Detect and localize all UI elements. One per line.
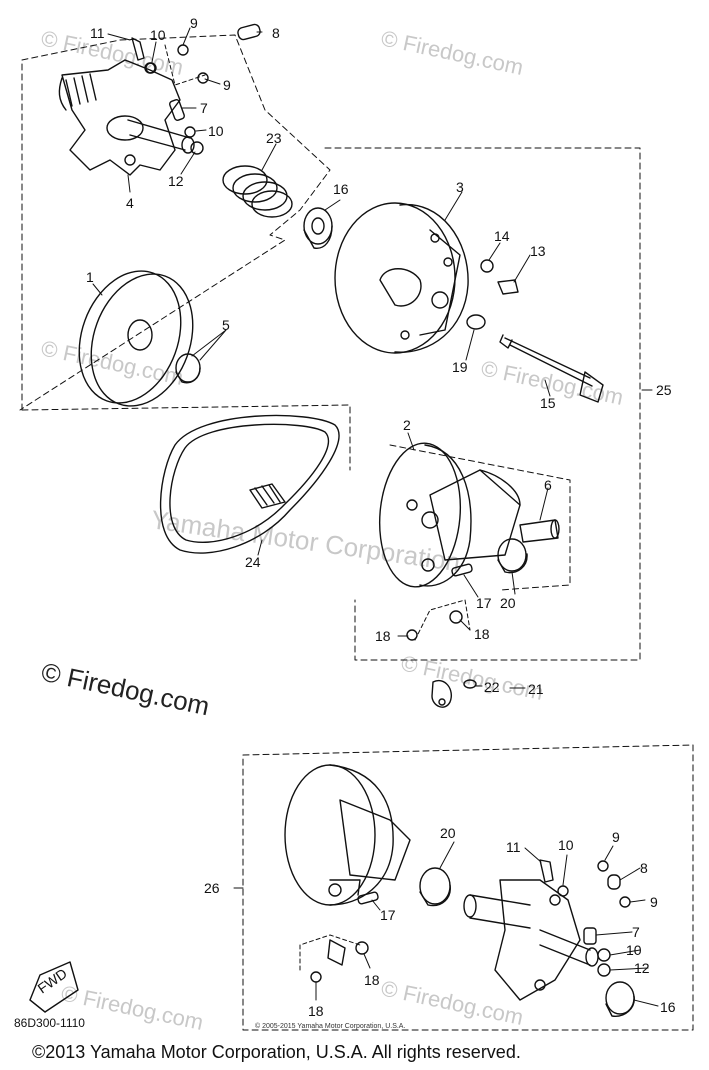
part-code: 86D300-1110 <box>14 1016 85 1030</box>
watermark-text: © Firedog.com <box>379 975 526 1030</box>
callout-11: 11 <box>90 25 105 41</box>
bushing-part-20 <box>497 538 528 574</box>
spring-part-23 <box>222 165 293 218</box>
callout-12-lower: 12 <box>634 960 650 976</box>
callout-23: 23 <box>266 130 282 146</box>
bushing-part-5 <box>175 353 201 384</box>
callout-2: 2 <box>403 417 411 433</box>
sheave-part-1 <box>78 270 194 407</box>
callout-17-lower: 17 <box>380 907 396 923</box>
callout-5: 5 <box>222 317 230 333</box>
callout-9-lower: 9 <box>612 829 620 845</box>
spider-lower <box>463 879 599 1001</box>
callout-9: 9 <box>190 15 198 31</box>
watermark-text: © Firedog.com <box>399 650 546 705</box>
callout-16: 16 <box>333 181 349 197</box>
callout-10-lower: 10 <box>626 942 642 958</box>
watermark-firedog-large: © Firedog.com <box>39 657 212 722</box>
callout-21: 21 <box>528 681 544 697</box>
callout-25: 25 <box>656 382 672 398</box>
watermark-text: © Firedog.com <box>39 335 186 390</box>
callout-10: 10 <box>150 27 166 43</box>
callout-labels: 11 10 9 8 9 7 10 12 4 23 16 3 14 13 19 1… <box>86 15 676 1019</box>
callout-14: 14 <box>494 228 510 244</box>
assembly-boundaries <box>19 34 694 1031</box>
footer-copyright: ©2013 Yamaha Motor Corporation, U.S.A. A… <box>32 1042 521 1062</box>
callout-20: 20 <box>500 595 516 611</box>
callout-18-lower: 18 <box>308 1003 324 1019</box>
callout-4: 4 <box>126 195 134 211</box>
callout-12: 12 <box>168 173 184 189</box>
callout-17: 17 <box>476 595 492 611</box>
callout-20-lower: 20 <box>440 825 456 841</box>
bushing-part-16 <box>303 207 333 249</box>
pulley-lower-26 <box>284 764 411 906</box>
callout-10-lower: 10 <box>558 837 574 853</box>
watermark-brand: Yamaha Motor Corporation <box>149 504 462 577</box>
bushing-lower-20 <box>419 867 451 907</box>
callout-9-lower: 9 <box>650 894 658 910</box>
callout-6: 6 <box>544 477 552 493</box>
callout-16-lower: 16 <box>660 999 676 1015</box>
callout-8-lower: 8 <box>640 860 648 876</box>
callout-26: 26 <box>204 880 220 896</box>
callout-15: 15 <box>540 395 556 411</box>
callout-24: 24 <box>245 554 261 570</box>
callout-10: 10 <box>208 123 224 139</box>
callout-22: 22 <box>484 679 500 695</box>
belt-part-24 <box>159 414 340 554</box>
watermarks: © Firedog.com © Firedog.com © Firedog.co… <box>39 25 626 1035</box>
callout-1: 1 <box>86 269 94 285</box>
callout-8: 8 <box>272 25 280 41</box>
hardware-13-14-15-19 <box>466 259 604 403</box>
hardware-17-18 <box>406 563 473 641</box>
hardware-21-22 <box>431 679 521 708</box>
callout-7: 7 <box>200 100 208 116</box>
leader-lines <box>92 27 659 1007</box>
callout-9: 9 <box>223 77 231 93</box>
callout-3: 3 <box>456 179 464 195</box>
fwd-arrow-icon <box>29 961 79 1013</box>
pin-part-6 <box>519 519 560 543</box>
callout-11-lower: 11 <box>506 839 521 855</box>
pulley-part-2 <box>378 442 521 588</box>
callout-18: 18 <box>375 628 391 644</box>
cover-part-3 <box>334 202 469 354</box>
tiny-copyright: © 2005-2015 Yamaha Motor Corporation, U.… <box>255 1022 405 1030</box>
watermark-text: © Firedog.com <box>379 25 526 80</box>
callout-13: 13 <box>530 243 546 259</box>
callout-7-lower: 7 <box>632 924 640 940</box>
callout-19: 19 <box>452 359 468 375</box>
callout-18: 18 <box>474 626 490 642</box>
callout-18-lower: 18 <box>364 972 380 988</box>
